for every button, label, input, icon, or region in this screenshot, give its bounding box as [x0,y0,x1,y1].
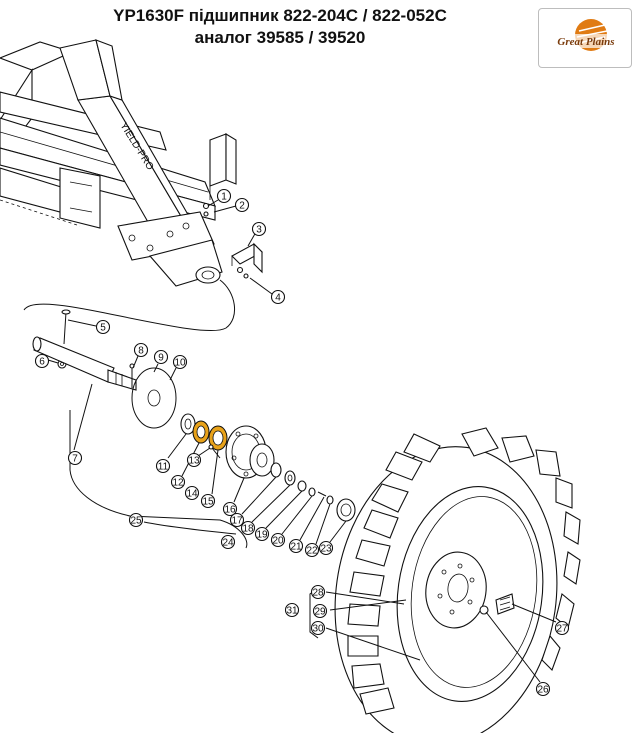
callout-9: 9 [158,353,164,364]
sun-logo-icon: Great Plains [549,19,623,51]
callout-2: 2 [239,201,245,212]
callout-30: 30 [312,624,324,635]
callout-19: 19 [256,530,268,541]
callout-14: 14 [186,489,198,500]
callout-3: 3 [256,225,262,236]
callout-1: 1 [221,192,227,203]
callout-18: 18 [242,524,254,535]
callout-25: 25 [130,516,142,527]
page-title-line-2: аналог 39585 / 39520 [194,28,366,47]
callout-17: 17 [231,516,243,527]
group-bracket-25 [69,410,248,549]
assembly-sweep-line [23,279,235,332]
callout-12: 12 [172,478,184,489]
callout-24: 24 [222,538,234,549]
callout-26: 26 [537,685,549,696]
callout-21: 21 [290,542,302,553]
callout-15: 15 [202,497,214,508]
callout-31: 31 [286,606,298,617]
callouts: 1 2 3 4 5 6 7 8 9 10 11 12 13 14 15 16 1… [34,188,570,697]
bolt-5 [61,309,71,345]
callout-8: 8 [138,346,144,357]
callout-10: 10 [174,358,186,369]
callout-27: 27 [556,624,568,635]
callout-4: 4 [275,293,281,304]
stud-14 [208,444,221,459]
washer-19 [297,480,307,492]
wheel-disc-29 [425,551,487,629]
outer-bearing-18 [284,470,296,486]
hub-16 [225,425,275,479]
washer-22 [326,495,334,505]
callout-16: 16 [224,505,236,516]
bracket-3 [231,242,263,274]
callout-11: 11 [158,462,169,473]
shield-9 [131,367,177,429]
callout-20: 20 [272,536,284,547]
logo-text: Great Plains [557,36,614,48]
callout-22: 22 [306,546,318,557]
callout-28: 28 [312,588,324,599]
callout-29: 29 [314,607,326,618]
callout-5: 5 [100,323,106,334]
fastener-4 [236,266,249,279]
toolbar-frame: YIELD-PRO [0,39,237,287]
callout-13: 13 [188,456,200,467]
spindle-7 [32,336,137,391]
decal-27 [495,593,515,615]
great-plains-logo: Great Plains [538,8,632,68]
nut-20 [308,487,316,497]
dust-cap-23 [336,498,356,522]
bearing-cup-13 [208,425,228,451]
inner-bearing-12 [192,420,210,444]
callout-6: 6 [39,357,45,368]
seal-17 [270,462,282,478]
callout-23: 23 [320,544,332,555]
cotter-pin-21 [317,491,327,497]
group-bracket-24 [143,521,237,535]
callout-7: 7 [72,454,78,465]
page-title-line-1: YP1630F підшипник 822-204C / 822-052C [113,6,447,25]
